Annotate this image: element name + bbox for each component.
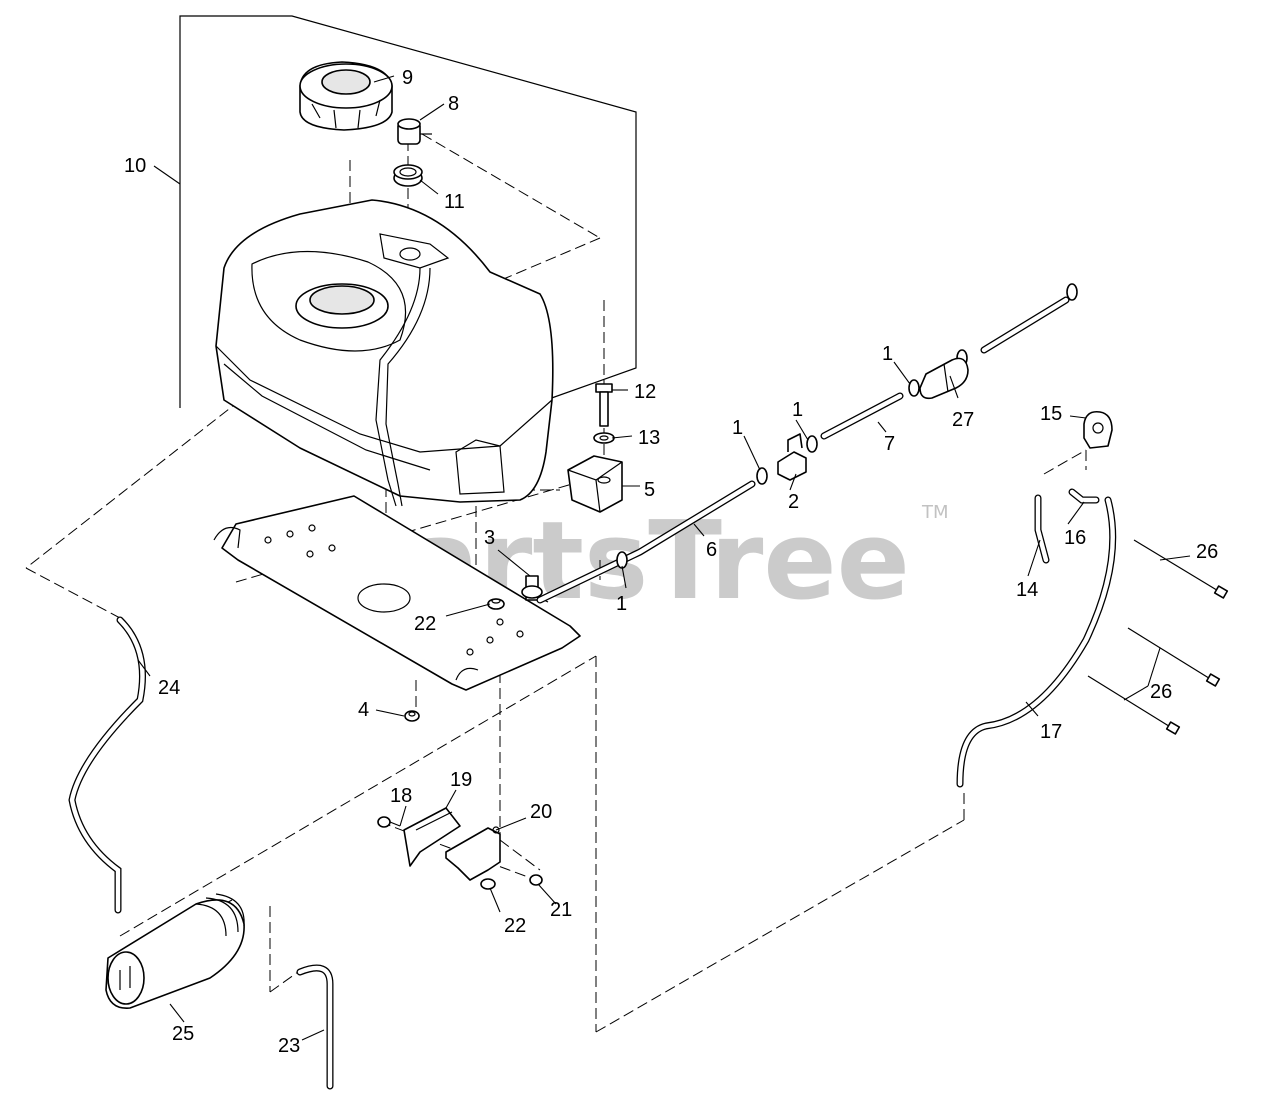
fuel-tank-part[interactable] xyxy=(215,199,554,507)
tank-outlet-fitting-part[interactable] xyxy=(521,575,549,603)
watermark-trademark: TM xyxy=(921,502,949,523)
callout-3: 3 xyxy=(484,527,495,549)
callout-13: 13 xyxy=(638,427,660,449)
callout-22-bracket: 22 xyxy=(504,915,526,937)
callout-16: 16 xyxy=(1064,527,1086,549)
callout-18: 18 xyxy=(390,785,412,807)
callout-21: 21 xyxy=(550,899,572,921)
callout-8: 8 xyxy=(448,93,459,115)
lock-nut-lower-part[interactable] xyxy=(480,878,496,890)
mount-block-part[interactable] xyxy=(567,455,623,513)
callout-26-upper: 26 xyxy=(1196,541,1218,563)
grommet-part[interactable] xyxy=(393,164,423,187)
callout-12: 12 xyxy=(634,381,656,403)
callout-1-valve-outlet: 1 xyxy=(792,399,803,421)
shutoff-valve-part[interactable] xyxy=(777,433,807,481)
callout-10: 10 xyxy=(124,155,146,177)
tank-assembly-frame xyxy=(179,15,637,408)
canister-drain-hose-part[interactable] xyxy=(296,964,334,1090)
washer-part[interactable] xyxy=(593,432,615,444)
fuel-cap-part[interactable] xyxy=(299,61,393,131)
callout-1-filter: 1 xyxy=(882,343,893,365)
callout-9: 9 xyxy=(402,67,413,89)
callout-1-tank-outlet: 1 xyxy=(616,593,627,615)
callout-25: 25 xyxy=(172,1023,194,1045)
callout-leaders xyxy=(137,75,1191,1041)
vent-hose-long-part[interactable] xyxy=(956,496,1117,788)
charcoal-canister-part[interactable] xyxy=(105,893,245,1009)
callout-14: 14 xyxy=(1016,579,1038,601)
fuel-filter-part[interactable] xyxy=(919,357,969,400)
callout-17: 17 xyxy=(1040,721,1062,743)
canister-bracket-part[interactable] xyxy=(403,807,461,867)
callout-22-plate: 22 xyxy=(414,613,436,635)
callout-6: 6 xyxy=(706,539,717,561)
rollover-valve-part[interactable] xyxy=(1083,410,1113,449)
callout-26-lower: 26 xyxy=(1150,681,1172,703)
callout-24: 24 xyxy=(158,677,180,699)
bracket-screw-part[interactable] xyxy=(377,816,401,828)
canister-hose-part[interactable] xyxy=(68,616,146,914)
callout-4: 4 xyxy=(358,699,369,721)
callout-7: 7 xyxy=(884,433,895,455)
callout-19: 19 xyxy=(450,769,472,791)
hose-elbow-part[interactable] xyxy=(1068,488,1100,504)
callout-27: 27 xyxy=(952,409,974,431)
callout-23: 23 xyxy=(278,1035,300,1057)
fuel-hose-short-part[interactable] xyxy=(820,392,904,440)
fuel-hose-part[interactable] xyxy=(536,480,756,604)
tank-mounting-plate xyxy=(213,495,581,691)
vent-fitting-part[interactable] xyxy=(397,118,432,145)
mount-bracket-part[interactable] xyxy=(445,826,501,881)
cable-tie-parts[interactable] xyxy=(1087,539,1229,735)
lock-nut-upper-part[interactable] xyxy=(487,598,505,610)
fuel-hose-upper-part[interactable] xyxy=(980,296,1070,354)
bolt-part[interactable] xyxy=(595,383,613,427)
callout-numbers: 9 8 10 11 12 13 5 6 7 27 1 1 1 2 1 3 22 … xyxy=(124,67,1218,1057)
callout-5: 5 xyxy=(644,479,655,501)
vent-hose-part[interactable] xyxy=(1034,494,1050,564)
nut-part[interactable] xyxy=(404,710,420,722)
callout-15: 15 xyxy=(1040,403,1062,425)
callout-1-valve-inlet: 1 xyxy=(732,417,743,439)
callout-20: 20 xyxy=(530,801,552,823)
callout-11: 11 xyxy=(444,191,465,213)
callout-2: 2 xyxy=(788,491,799,513)
mount-screw-part[interactable] xyxy=(529,874,543,886)
